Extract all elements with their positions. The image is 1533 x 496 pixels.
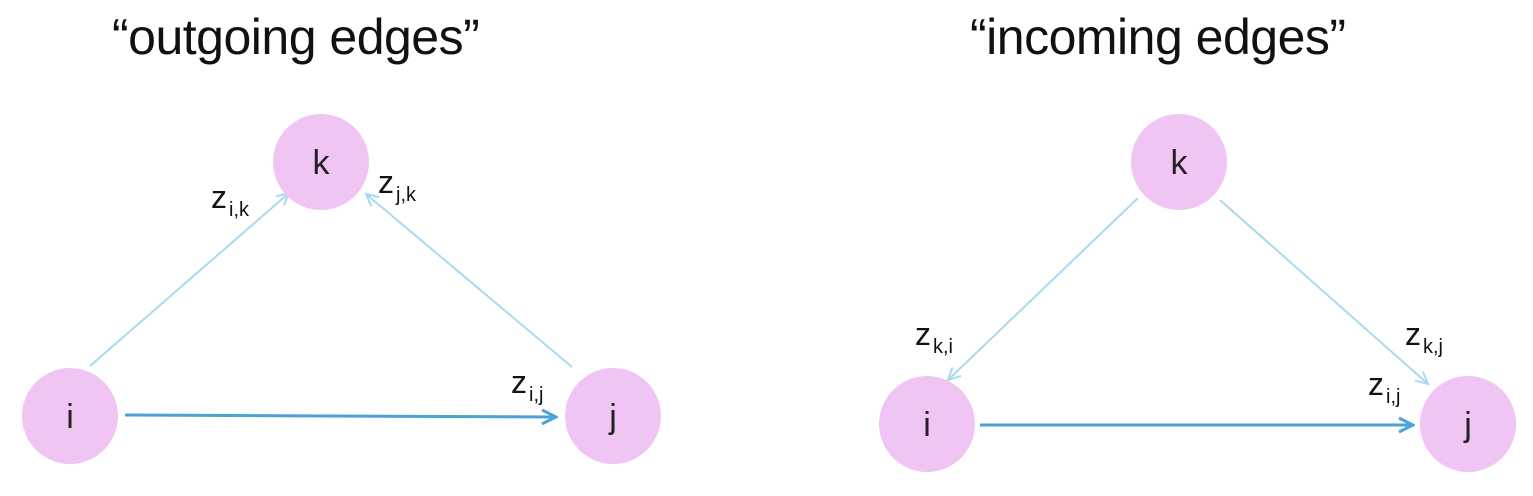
incoming-node-k [1131,114,1227,210]
edge-label-main: z [1405,316,1421,352]
incoming-edge-k-i [948,197,1139,380]
edge-label-main: z [511,364,527,400]
incoming-edges-title: “incoming edges” [970,9,1346,65]
outgoing-edge-i-k [89,193,289,367]
edge-label-subscript: k,j [1423,336,1443,358]
outgoing-node-i [22,368,118,464]
edge-label-main: z [915,316,931,352]
incoming-node-j [1420,376,1516,472]
edge-label-main: z [378,164,394,200]
edge-label-subscript: k,i [933,336,953,358]
outgoing-edge-i-j [124,415,556,417]
outgoing-edge-j-k [366,194,573,368]
incoming-node-label-i: i [923,406,931,444]
edge-label-main: z [211,179,227,215]
edge-label-subscript: j,k [395,184,417,206]
outgoing-node-k [273,114,369,210]
outgoing-node-label-i: i [66,398,74,436]
outgoing-node-label-j: j [608,398,617,436]
incoming-edge-k-j [1219,199,1428,384]
edge-label-subscript: i,j [529,384,543,406]
edge-label-subscript: i,j [1386,386,1400,408]
incoming-node-label-j: j [1463,406,1472,444]
incoming-node-label-k: k [1171,144,1189,182]
outgoing-node-label-k: k [313,144,331,182]
incoming-node-i [879,376,975,472]
outgoing-node-j [565,368,661,464]
outgoing-edges-title: “outgoing edges” [112,9,480,65]
edge-label-subscript: i,k [229,199,250,221]
edge-label-main: z [1368,366,1384,402]
